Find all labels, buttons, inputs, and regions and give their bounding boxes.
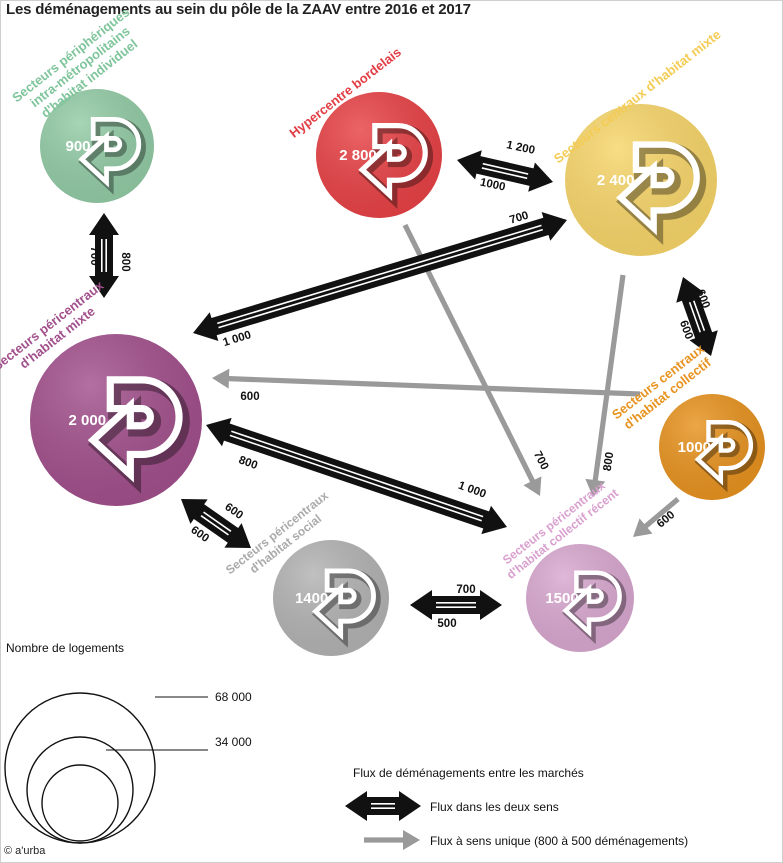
two-way-flow-pericentraux_mixte-pericentraux_social <box>181 499 252 549</box>
one-way-flow-centraux_collectif-pericentraux_mixte <box>211 368 641 397</box>
two-way-flow-peripheriques-pericentraux_mixte <box>89 213 119 298</box>
legend-size-large: 68 000 <box>215 690 252 704</box>
two-way-flow-value-1-0: 700 <box>88 246 100 265</box>
two-way-flow-value-2-0: 700 <box>508 210 530 227</box>
one-way-flow-value-3: 600 <box>655 509 677 531</box>
page-title: Les déménagements au sein du pôle de la … <box>6 1 471 18</box>
node-value-peripheriques: 900 <box>65 138 90 155</box>
two-way-flow-value-4-0: 800 <box>237 454 259 472</box>
two-way-flow-pericentraux_mixte-pericentraux_recent <box>206 417 508 535</box>
two-way-flow-value-6-0: 700 <box>456 584 475 596</box>
legend-size-title: Nombre de logements <box>6 641 124 655</box>
legend-circle-large <box>4 692 156 844</box>
two-way-flow-centraux_mixte-pericentraux_mixte <box>193 212 567 341</box>
two-way-flow-value-0-1: 1000 <box>479 177 507 194</box>
node-value-centraux_mixte: 2 400 <box>597 172 635 189</box>
one-way-flow-centraux_collectif-pericentraux_recent <box>633 497 680 537</box>
return-arrow-icon <box>562 570 627 645</box>
return-arrow-icon <box>311 568 381 648</box>
one-way-flow-value-0: 700 <box>531 449 550 472</box>
legend-flux-title: Flux de déménagements entre les marchés <box>353 766 584 780</box>
legend-two-way-label: Flux dans les deux sens <box>430 800 559 814</box>
two-way-flow-hypercentre-centraux_mixte <box>457 150 554 192</box>
node-value-pericentraux_social: 1400 <box>295 590 328 607</box>
legend-two-way-arrow <box>345 791 421 821</box>
two-way-flow-value-4-1: 1 000 <box>456 480 487 501</box>
node-value-centraux_collectif: 1000 <box>678 439 711 456</box>
two-way-flow-pericentraux_social-pericentraux_recent <box>410 590 502 620</box>
credit: © a'urba <box>4 845 46 857</box>
return-arrow-icon <box>87 376 190 494</box>
one-way-flow-centraux_mixte-pericentraux_recent <box>585 274 626 498</box>
two-way-flow-value-5-0: 600 <box>222 501 245 522</box>
one-way-flow-hypercentre-pericentraux_recent <box>402 223 542 497</box>
two-way-flow-value-6-1: 500 <box>437 618 456 630</box>
legend-circle-mid <box>26 736 134 844</box>
legend-one-way-arrow <box>364 830 420 850</box>
return-arrow-icon <box>358 122 434 209</box>
return-arrow-icon <box>78 117 146 195</box>
one-way-flow-value-1: 800 <box>602 451 617 472</box>
one-way-flow-value-2: 600 <box>240 391 259 403</box>
two-way-flow-value-0-0: 1 200 <box>505 139 536 157</box>
return-arrow-icon <box>616 141 707 245</box>
two-way-flow-centraux_mixte-centraux_collectif <box>676 277 718 357</box>
node-value-hypercentre: 2 800 <box>339 147 377 164</box>
node-value-pericentraux_mixte: 2 000 <box>69 412 107 429</box>
legend-size-small: 34 000 <box>215 735 252 749</box>
node-value-pericentraux_recent: 1500 <box>545 590 578 607</box>
return-arrow-icon <box>694 420 758 493</box>
legend-one-way-label: Flux à sens unique (800 à 500 déménageme… <box>430 834 688 848</box>
legend-circle-small <box>41 764 119 842</box>
two-way-flow-value-1-1: 800 <box>119 252 131 271</box>
